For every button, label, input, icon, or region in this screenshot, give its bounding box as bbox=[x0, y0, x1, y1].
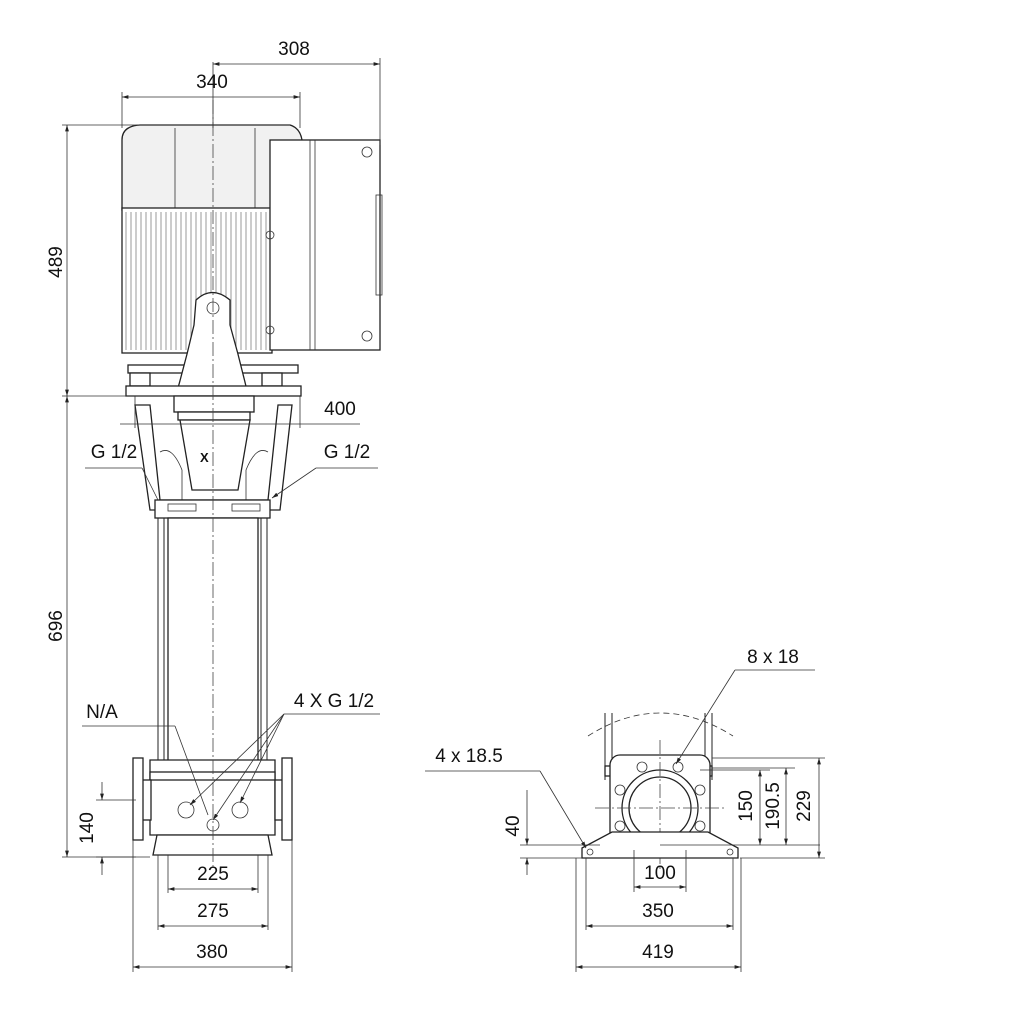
dimension-275: 275 bbox=[157, 855, 269, 930]
svg-text:40: 40 bbox=[503, 815, 524, 836]
svg-text:4 X G 1/2: 4 X G 1/2 bbox=[294, 691, 374, 712]
callout-g12-right: G 1/2 bbox=[271, 442, 378, 499]
dimension-308: 308 bbox=[212, 39, 381, 145]
pump-head: X bbox=[134, 404, 293, 511]
svg-text:190.5: 190.5 bbox=[763, 782, 784, 830]
dimension-489: 489 bbox=[46, 124, 290, 397]
callout-na: N/A bbox=[82, 702, 209, 816]
callout-4x18_5: 4 x 18.5 bbox=[425, 746, 587, 849]
terminal-box bbox=[265, 139, 383, 351]
svg-text:X: X bbox=[200, 450, 209, 465]
svg-text:8 x 18: 8 x 18 bbox=[747, 647, 799, 668]
dimension-100: 100 bbox=[633, 850, 687, 892]
dimension-40: 40 bbox=[503, 790, 600, 875]
svg-text:G 1/2: G 1/2 bbox=[324, 442, 370, 463]
dimension-190_5: 190.5 bbox=[712, 767, 795, 845]
svg-text:140: 140 bbox=[77, 812, 98, 844]
svg-text:308: 308 bbox=[278, 39, 310, 60]
svg-text:340: 340 bbox=[196, 72, 228, 93]
svg-text:380: 380 bbox=[196, 942, 228, 963]
svg-text:4 x 18.5: 4 x 18.5 bbox=[435, 746, 503, 767]
dimension-150: 150 bbox=[660, 769, 820, 846]
pump-base-side-view bbox=[581, 712, 739, 870]
pump-front-view: X bbox=[121, 100, 383, 870]
motor-stool bbox=[175, 291, 249, 396]
dimension-419: 419 bbox=[575, 858, 742, 972]
svg-text:G 1/2: G 1/2 bbox=[91, 442, 137, 463]
svg-text:275: 275 bbox=[197, 901, 229, 922]
dimension-380: 380 bbox=[132, 840, 293, 972]
dimension-350: 350 bbox=[585, 858, 734, 930]
dimension-400: 400 bbox=[120, 396, 360, 428]
svg-text:225: 225 bbox=[197, 864, 229, 885]
svg-text:419: 419 bbox=[642, 942, 674, 963]
dimension-140: 140 bbox=[77, 782, 136, 875]
svg-text:696: 696 bbox=[46, 610, 67, 642]
pump-base bbox=[132, 757, 293, 856]
callout-g12-left: G 1/2 bbox=[85, 442, 159, 501]
dimension-340: 340 bbox=[121, 72, 301, 128]
svg-text:150: 150 bbox=[736, 790, 757, 822]
dimension-225: 225 bbox=[167, 855, 259, 893]
svg-text:350: 350 bbox=[642, 901, 674, 922]
svg-text:N/A: N/A bbox=[86, 702, 118, 723]
callout-8x18: 8 x 18 bbox=[675, 647, 815, 765]
svg-text:229: 229 bbox=[794, 790, 815, 822]
pump-sleeve bbox=[157, 517, 268, 765]
svg-text:489: 489 bbox=[46, 246, 67, 278]
svg-text:400: 400 bbox=[324, 399, 356, 420]
dimension-229: 229 bbox=[712, 757, 825, 859]
svg-text:100: 100 bbox=[644, 863, 676, 884]
callout-4xg12: 4 X G 1/2 bbox=[189, 691, 380, 821]
